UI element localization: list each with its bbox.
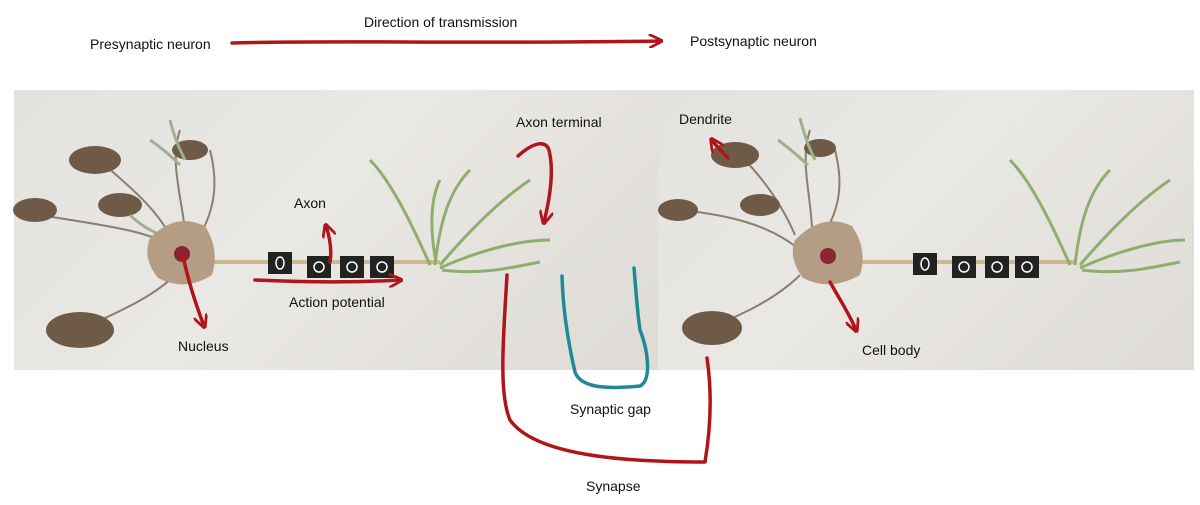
axon-terminal-arrow [516,141,551,222]
dendrite-label: Dendrite [679,111,732,127]
axon-label: Axon [294,195,326,211]
cell-body-arrow [828,280,856,330]
myelin-sheath-postsynaptic [913,253,1039,278]
direction-of-transmission-label: Direction of transmission [364,14,518,30]
cell-body-label: Cell body [862,342,921,358]
synapse-bracket [501,273,712,464]
dendrite-arrow [712,140,730,160]
axon-arrow [326,226,331,264]
action-potential-label: Action potential [289,294,385,310]
presynaptic-neuron [13,119,551,348]
nucleus-presynaptic [174,246,190,262]
presynaptic-neuron-label: Presynaptic neuron [90,36,211,52]
nucleus-arrow [181,254,204,326]
nucleus-postsynaptic [820,248,836,264]
myelin-sheath-presynaptic [268,252,394,278]
postsynaptic-neuron [658,117,1186,345]
postsynaptic-neuron-label: Postsynaptic neuron [690,33,817,49]
axon-terminal-label: Axon terminal [516,114,602,130]
synaptic-gap-bracket [560,266,650,390]
postsynaptic-neuron-photo [658,90,1194,370]
direction-arrow [230,41,660,43]
action-potential-arrow [253,280,400,282]
nucleus-label: Nucleus [178,338,229,354]
synaptic-gap-label: Synaptic gap [570,401,651,417]
synapse-label: Synapse [586,478,641,494]
